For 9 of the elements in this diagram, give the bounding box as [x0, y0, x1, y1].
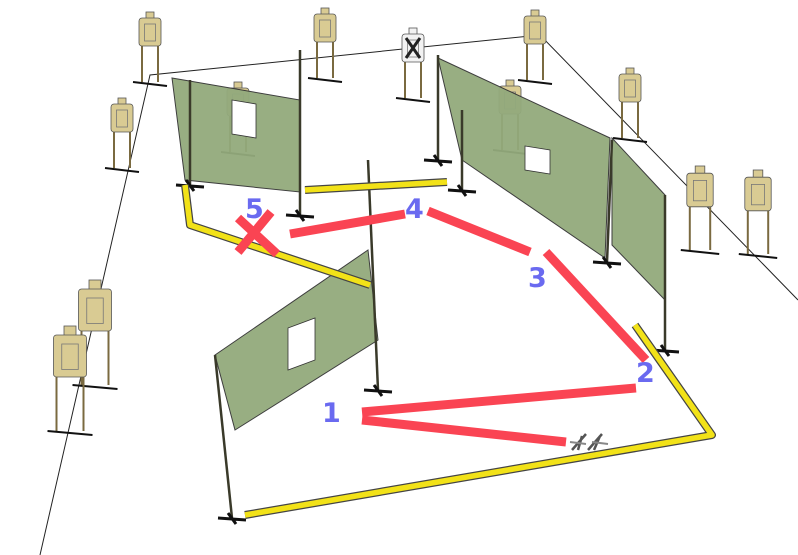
route-line [426, 206, 532, 256]
step-number: 5 [245, 196, 290, 240]
step-number: 2 [636, 360, 664, 392]
route-line [542, 248, 650, 364]
step-number: 4 [405, 196, 428, 222]
route-line [362, 416, 566, 446]
step-number: 3 [528, 252, 556, 292]
route-line [289, 210, 406, 238]
step-number: 1 [322, 400, 362, 432]
